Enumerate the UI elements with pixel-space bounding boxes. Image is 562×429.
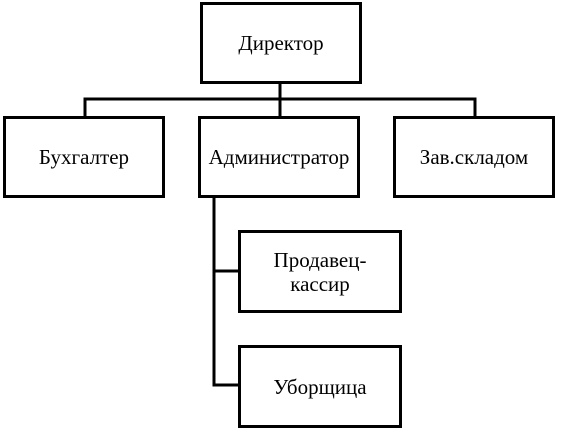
node-accountant: Бухгалтер (3, 116, 165, 198)
node-warehouse-manager-label: Зав.складом (419, 145, 529, 169)
node-cleaner-label: Уборщица (273, 374, 367, 399)
node-director: Директор (200, 2, 362, 84)
node-administrator: Администратор (198, 116, 360, 198)
node-cleaner: Уборщица (238, 345, 402, 428)
node-accountant-label: Бухгалтер (38, 145, 130, 169)
node-administrator-label: Администратор (208, 145, 350, 169)
node-seller-cashier: Продавец- кассир (238, 230, 402, 313)
node-warehouse-manager: Зав.складом (393, 116, 555, 198)
node-seller-cashier-label: Продавец- кассир (273, 247, 367, 296)
node-director-label: Директор (238, 31, 324, 55)
